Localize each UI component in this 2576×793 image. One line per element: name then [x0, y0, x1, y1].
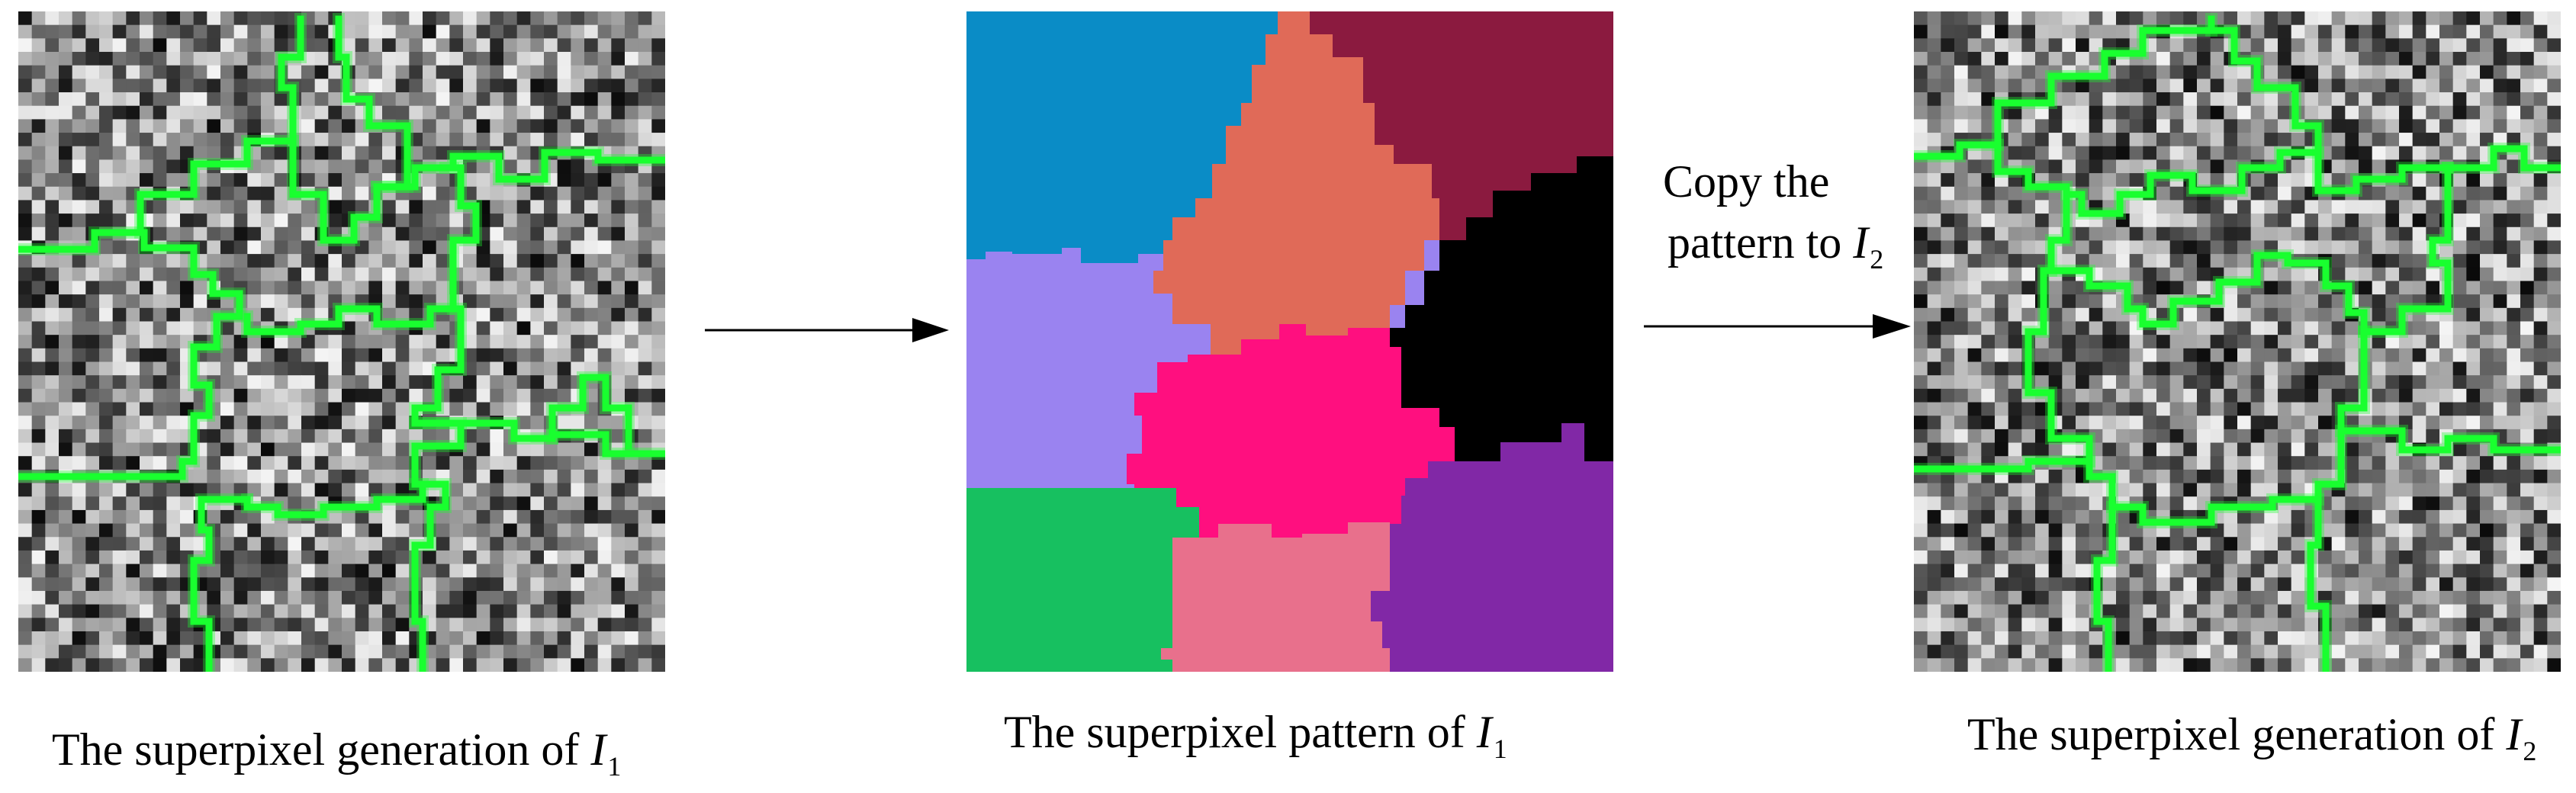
region-right — [1390, 156, 1613, 461]
superpixel-pattern-map — [966, 11, 1613, 672]
copy-note-line-2: pattern to I2 — [1667, 217, 1884, 274]
region-top-left — [966, 11, 1278, 263]
noisy-image-i2-with-boundaries — [1914, 11, 2561, 672]
copy-pattern-note: Copy the pattern to I2 — [1663, 151, 1883, 290]
noisy-image-i1-with-boundaries — [18, 11, 665, 672]
caption-right: The superpixel generation of I2 — [1967, 709, 2537, 766]
noise-texture — [18, 11, 665, 672]
copy-note-line-1: Copy the — [1663, 156, 1830, 207]
region-bottom-left — [966, 488, 1199, 672]
superpixel-boundaries — [18, 13, 665, 672]
caption-left: The superpixel generation of I1 — [52, 724, 622, 782]
superpixel-boundaries — [1914, 13, 2561, 672]
region-top-center — [1153, 11, 1439, 355]
arrow-right-icon — [705, 315, 949, 345]
noise-texture — [1914, 11, 2561, 672]
caption-middle: The superpixel pattern of I1 — [1004, 707, 1507, 764]
arrow-right-icon — [1644, 311, 1911, 342]
region-bottom-center — [1161, 522, 1390, 672]
region-center — [1127, 324, 1455, 538]
region-bottom-right — [1371, 423, 1613, 672]
region-top-right — [1310, 11, 1613, 240]
